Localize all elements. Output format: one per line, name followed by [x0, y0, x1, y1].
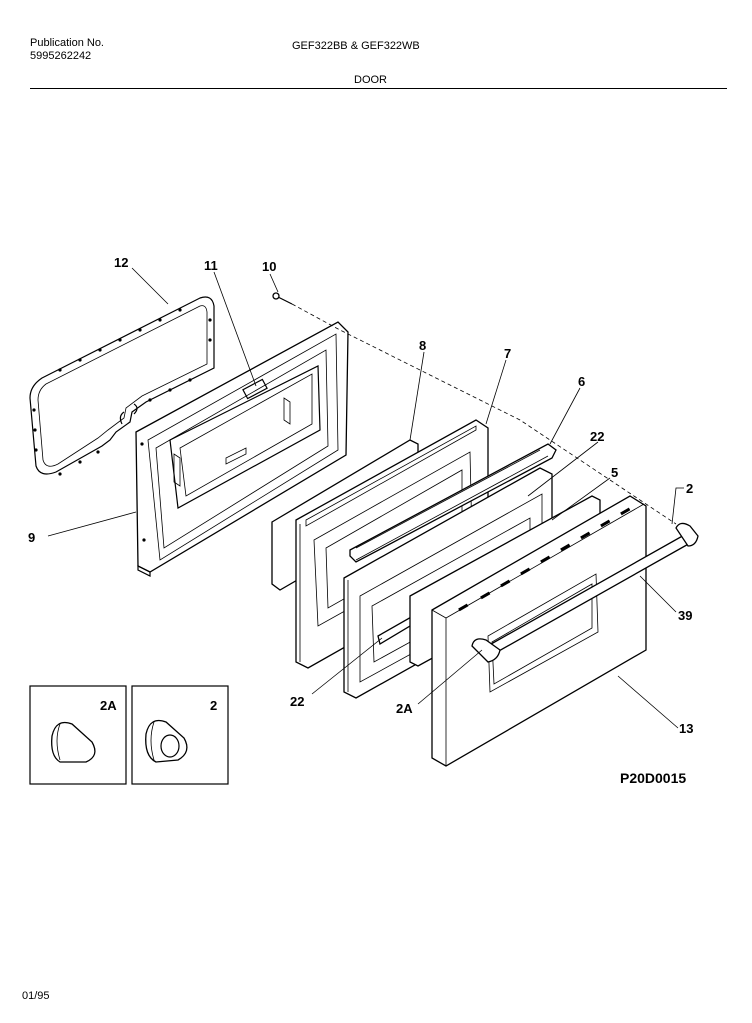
inset-end-cap-2: 2	[131, 685, 229, 785]
door-gasket-part	[29, 296, 215, 476]
door-handle-part	[471, 522, 699, 663]
callout-2a: 2A	[396, 701, 413, 716]
screw-part	[272, 292, 293, 305]
callout-5: 5	[611, 465, 618, 480]
drawing-code: P20D0015	[620, 770, 686, 786]
inset-label-2: 2	[210, 698, 217, 713]
callout-2: 2	[686, 481, 693, 496]
publication-label: Publication No.	[30, 37, 104, 49]
door-liner-part	[135, 321, 349, 577]
callout-13: 13	[679, 721, 693, 736]
callout-7: 7	[504, 346, 511, 361]
callout-22-upper: 22	[590, 429, 604, 444]
footer-date: 01/95	[22, 990, 50, 1002]
callout-39: 39	[678, 608, 692, 623]
glass-retainer-part	[349, 443, 557, 563]
header-rule	[30, 88, 727, 89]
callout-22-lower: 22	[290, 694, 304, 709]
section-title: DOOR	[354, 74, 387, 86]
inset-end-cap-2a: 2A	[29, 685, 127, 785]
model-numbers: GEF322BB & GEF322WB	[292, 40, 420, 52]
callout-9: 9	[28, 530, 35, 545]
callout-11: 11	[204, 258, 218, 273]
callout-12: 12	[114, 255, 128, 270]
callout-labels: 12 11 10 8 7 6 22 5 2 9 39 22 2A 13	[28, 255, 693, 736]
inset-label-2a: 2A	[100, 698, 117, 713]
outer-door-panel-part	[431, 495, 647, 767]
callout-10: 10	[262, 259, 276, 274]
callout-6: 6	[578, 374, 585, 389]
callout-8: 8	[419, 338, 426, 353]
leader-lines	[47, 267, 684, 729]
publication-number: 5995262242	[30, 50, 92, 62]
